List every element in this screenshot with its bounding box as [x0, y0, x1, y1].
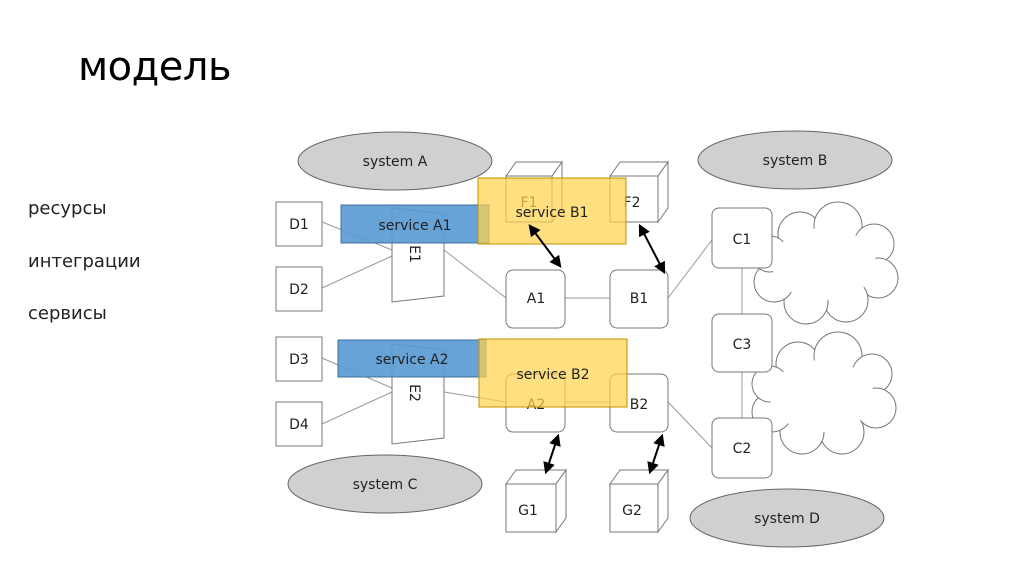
service-label: service A1 [378, 218, 451, 234]
system-label: system C [353, 477, 418, 493]
resource-label: D1 [289, 217, 309, 233]
service-b2: service B2 [478, 338, 628, 408]
resource-label: C3 [733, 337, 752, 353]
integration-label: E1 [406, 245, 422, 263]
cube-label: G1 [518, 503, 538, 519]
system-ellipse: system A [297, 131, 493, 191]
sidebar-item-resources: ресурсы [28, 198, 107, 219]
page-title: модель [78, 44, 232, 90]
cube-label: F2 [624, 195, 641, 211]
cube-shape [505, 468, 669, 534]
system-label: system D [754, 511, 820, 527]
system-ellipse: system B [697, 130, 893, 190]
service-label: service A2 [375, 352, 448, 368]
resource-label: B1 [630, 291, 649, 307]
system-label: system A [363, 154, 428, 170]
system-label: system B [763, 153, 828, 169]
resource-box [711, 207, 773, 479]
service-b1: service B1 [477, 177, 627, 245]
resource-label: C1 [733, 232, 752, 248]
resource-label: C2 [733, 441, 752, 457]
double-arrow-icon [528, 223, 666, 475]
system-ellipse: system C [287, 454, 483, 514]
sidebar-item-integrations: интеграции [28, 251, 141, 272]
service-label: service B1 [515, 205, 588, 221]
resource-label: D2 [289, 282, 309, 298]
resource-label: B2 [630, 397, 649, 413]
cloud-icon [751, 201, 899, 325]
resource-label: D4 [289, 417, 309, 433]
service-a1: service A1 [340, 204, 490, 244]
resource-box [275, 201, 323, 447]
integration-label: E2 [406, 384, 422, 402]
system-ellipse: system D [689, 488, 885, 548]
cloud-icon [751, 331, 897, 455]
sidebar-item-services: сервисы [28, 303, 107, 324]
cube-label: G2 [622, 503, 642, 519]
service-label: service B2 [516, 367, 589, 383]
resource-label: D3 [289, 352, 309, 368]
service-a2: service A2 [337, 339, 487, 378]
resource-label: A1 [527, 291, 545, 307]
